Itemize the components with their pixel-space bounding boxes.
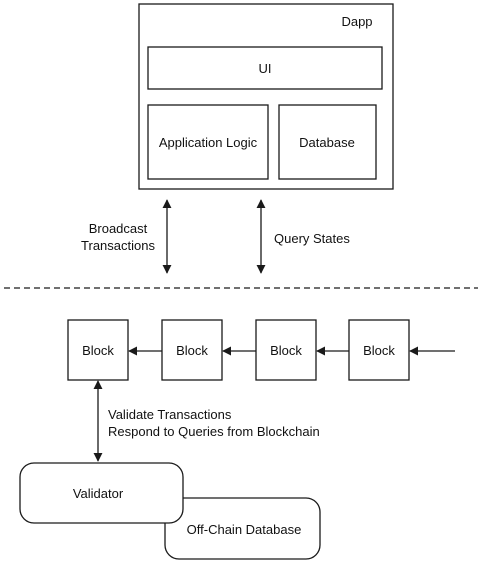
ui-label: UI	[259, 61, 272, 76]
block-box-2	[161, 319, 223, 381]
block-label-4: Block	[363, 343, 395, 358]
application-logic-box	[147, 104, 269, 180]
ui-box	[147, 46, 383, 90]
validate-label-line2: Respond to Queries from Blockchain	[108, 424, 320, 439]
block-label-1: Block	[82, 343, 114, 358]
broadcast-label-line2: Transactions	[81, 238, 155, 253]
dapp-title: Dapp	[341, 14, 372, 29]
block-label-2: Block	[176, 343, 208, 358]
validate-label-line1: Validate Transactions	[108, 407, 232, 422]
broadcast-label-line1: Broadcast	[89, 221, 148, 236]
off-chain-database-box	[164, 497, 321, 560]
query-states-label: Query States	[274, 231, 350, 246]
block-label-3: Block	[270, 343, 302, 358]
database-label: Database	[299, 135, 355, 150]
application-logic-label: Application Logic	[159, 135, 258, 150]
block-box-4	[348, 319, 410, 381]
validator-label: Validator	[73, 486, 124, 501]
validator-box	[19, 462, 184, 524]
off-chain-database-label: Off-Chain Database	[187, 522, 302, 537]
database-box	[278, 104, 377, 180]
block-box-1	[67, 319, 129, 381]
block-box-3	[255, 319, 317, 381]
